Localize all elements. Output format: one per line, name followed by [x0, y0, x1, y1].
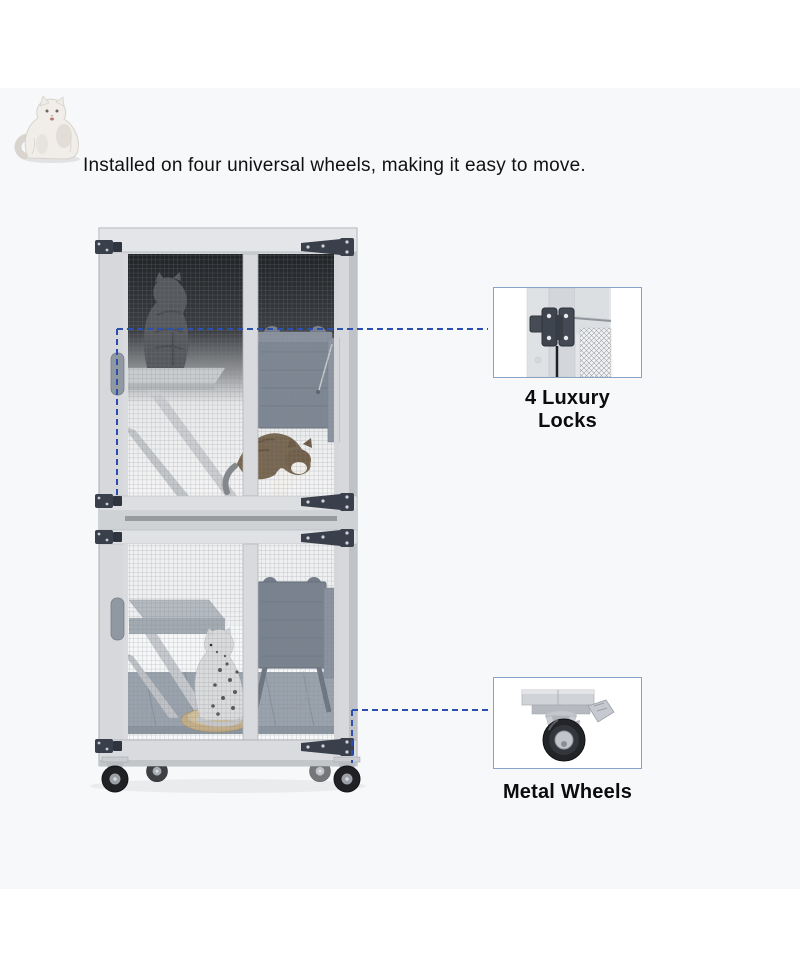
upper-door-handle — [110, 352, 125, 396]
lock-closeup-icon — [526, 288, 612, 377]
front-left-caster-wheel-icon — [101, 756, 129, 793]
wheels-callout-label: Metal Wheels — [502, 781, 633, 803]
cage-shadow — [90, 779, 366, 793]
caster-wheel-closeup-icon — [521, 689, 615, 762]
headline-text: Installed on four universal wheels, maki… — [83, 155, 586, 176]
middle-divider — [98, 495, 358, 545]
wheels-callout-thumbnail — [493, 677, 642, 769]
cat-cage-art — [90, 227, 366, 793]
lower-door-handle — [110, 597, 125, 641]
upper-mesh — [123, 254, 339, 496]
locks-callout-thumbnail — [493, 287, 642, 378]
cat-cage-illustration — [85, 220, 370, 795]
lower-mesh — [123, 544, 339, 740]
white-cat-icon — [14, 95, 80, 163]
lower-storey — [123, 543, 339, 741]
front-right-caster-wheel-icon — [333, 756, 361, 793]
locks-callout-label: 4 Luxury Locks — [525, 387, 610, 432]
upper-storey — [122, 253, 340, 497]
